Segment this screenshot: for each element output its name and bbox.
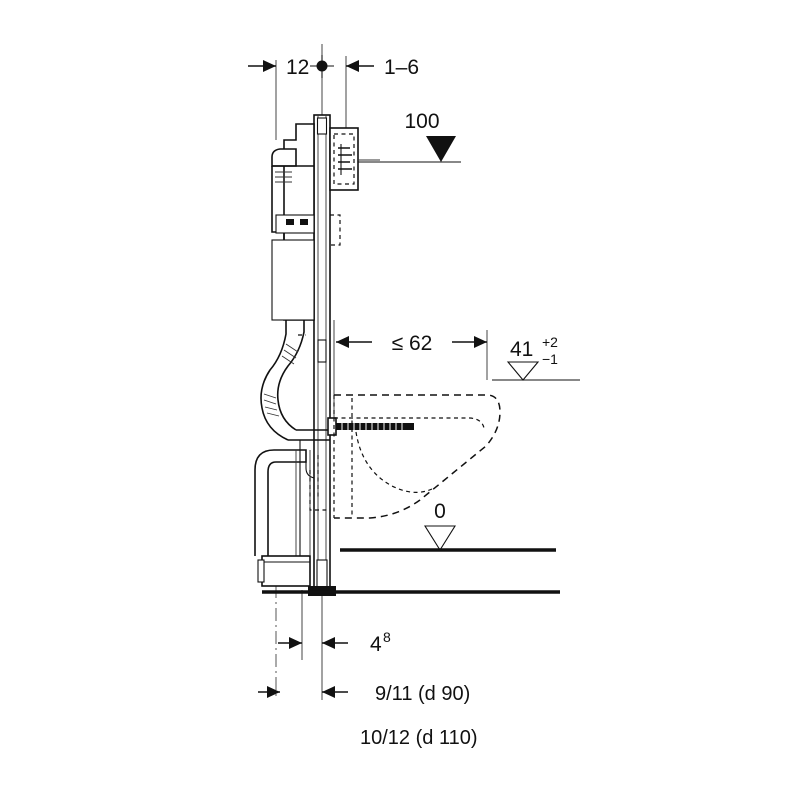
actuator-plate-box <box>329 127 380 191</box>
flush-pipe-bend <box>260 320 330 441</box>
dimension-label-12: 12 <box>286 56 309 79</box>
dimension-label-4-superscript: 8 <box>383 629 391 645</box>
level-tolerance-lower: −1 <box>542 351 558 367</box>
filled-level-triangle-100 <box>426 136 456 162</box>
dimension-label-1-6: 1–6 <box>384 56 419 79</box>
dimension-label-62: ≤ 62 <box>392 332 433 355</box>
level-marker-0: 0 <box>340 500 556 552</box>
center-point-mark <box>310 55 334 78</box>
dimension-label-4: 4 <box>370 633 382 656</box>
level-label-0: 0 <box>434 500 446 523</box>
concealed-cistern-body <box>271 123 315 321</box>
drain-notes-group: 9/11 (d 90) 10/12 (d 110) <box>258 683 478 749</box>
wc-mounting-bolt <box>327 417 414 436</box>
drain-note-d110: 10/12 (d 110) <box>360 727 478 749</box>
hollow-level-triangle-0 <box>424 525 456 552</box>
level-tolerance-upper: +2 <box>542 334 558 350</box>
wc-bowl-outline <box>309 394 501 519</box>
bolt-spacing-dimension-group: 4 8 <box>278 629 391 656</box>
top-right-dimension: 1–6 <box>346 56 419 79</box>
level-label-41: 41 <box>510 338 533 361</box>
level-marker-100: 100 <box>357 110 461 163</box>
frame-upright-rail <box>313 114 331 593</box>
top-left-dimension: 12 <box>248 56 309 79</box>
level-label-100: 100 <box>404 110 439 133</box>
level-marker-41: 41 +2 −1 <box>492 334 580 381</box>
drain-bend-assembly <box>254 440 315 587</box>
bowl-projection-dimension-group: ≤ 62 <box>336 332 487 355</box>
hollow-level-triangle-41 <box>506 361 540 381</box>
cistern-internal-hidden-lines <box>298 214 341 336</box>
drain-note-d90: 9/11 (d 90) <box>375 683 470 705</box>
